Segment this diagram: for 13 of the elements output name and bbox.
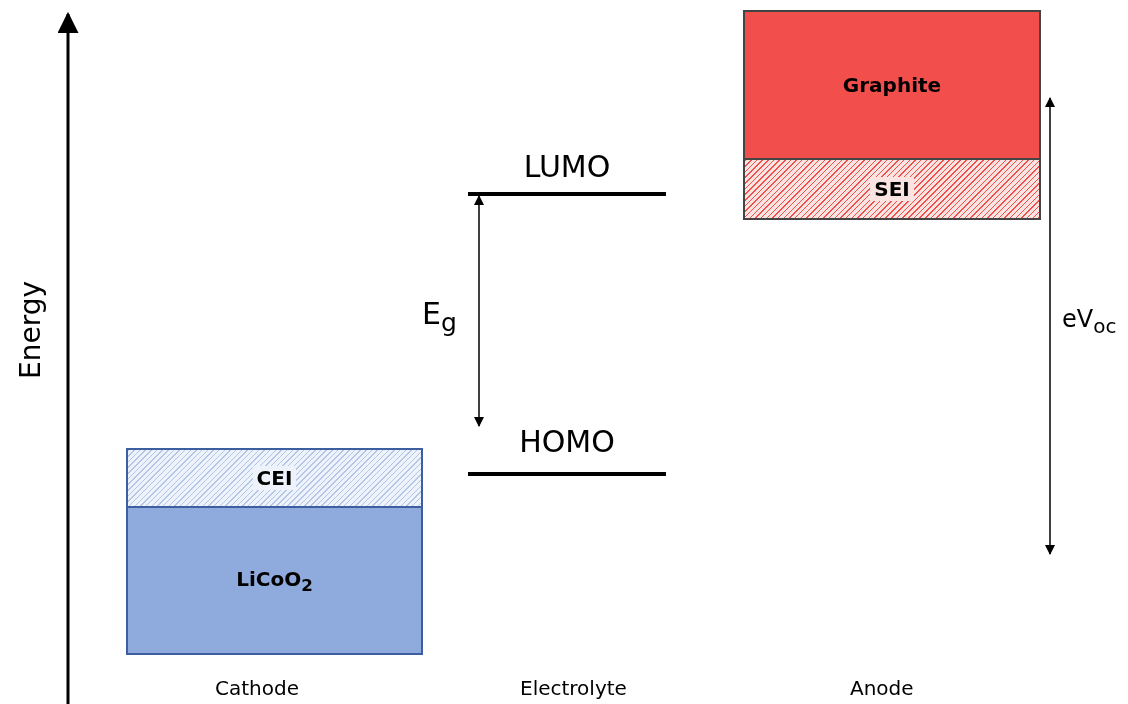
interphase-layer: CEI — [126, 448, 423, 508]
energy-level: HOMO — [468, 425, 666, 476]
double-arrow — [473, 194, 485, 428]
electrode-block: LiCoO$_{2}$ — [126, 506, 423, 655]
region-label: Anode — [850, 676, 914, 700]
gap-label: E$_{g}$ — [422, 296, 457, 337]
region-label: Electrolyte — [520, 676, 627, 700]
interphase-layer: SEI — [743, 158, 1041, 220]
electrode-block: Graphite — [743, 10, 1041, 160]
energy-level: LUMO — [468, 150, 666, 196]
region-label: Cathode — [215, 676, 299, 700]
axis-title: Energy — [14, 280, 47, 379]
voltage-label: eV$_{oc}$ — [1062, 305, 1117, 338]
